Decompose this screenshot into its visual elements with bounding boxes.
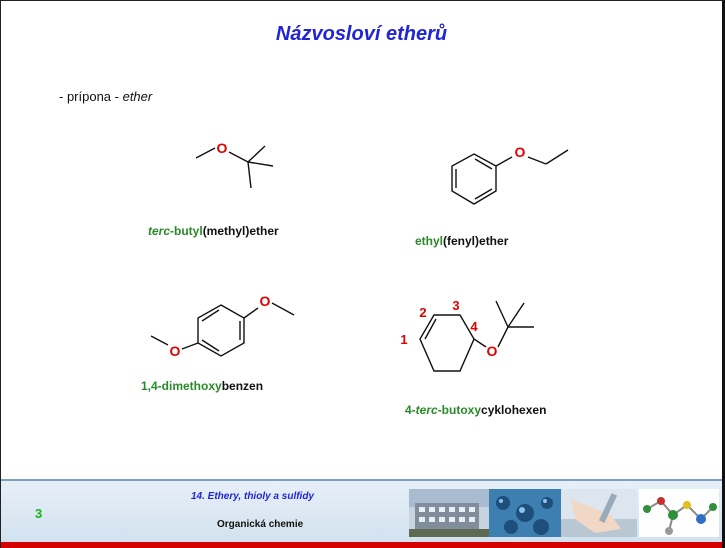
tert-butyl-methyl-ether-structure: O xyxy=(195,140,274,189)
caption-part: 4- xyxy=(405,403,416,417)
molecular-model-photo xyxy=(489,489,561,537)
oxygen-label-top: O xyxy=(260,293,271,309)
caption-ethyl-phenyl-ether: ethyl(fenyl)ether xyxy=(415,234,508,248)
caption-part: terc xyxy=(148,224,171,238)
suffix-word: ether xyxy=(122,89,153,104)
oxygen-label-bottom: O xyxy=(170,343,181,359)
caption-part: cyklohexen xyxy=(481,403,547,417)
suffix-line: - prípona - ether xyxy=(59,89,152,104)
suffix-prefix: - prípona - xyxy=(59,89,123,104)
locant-2: 2 xyxy=(419,305,426,320)
oxygen-label: O xyxy=(487,343,498,359)
caption-dimethoxybenzene: 1,4-dimethoxybenzen xyxy=(141,379,263,393)
caption-part: ethyl xyxy=(415,234,444,248)
slide-title: Názvosloví etherů xyxy=(275,23,448,45)
dimethoxybenzene-structure: O O xyxy=(150,293,295,359)
caption-part: (methyl)ether xyxy=(202,224,279,238)
locant-3: 3 xyxy=(452,298,459,313)
page-number: 3 xyxy=(35,506,43,521)
building-photo xyxy=(409,489,489,537)
caption-tert-butyl-methyl-ether: terc-butyl(methyl)ether xyxy=(148,224,279,238)
caption-part: 1,4-dimethoxy xyxy=(141,379,222,393)
butoxycyclohexene-structure: O 1 2 3 4 xyxy=(400,298,534,372)
locant-1: 1 xyxy=(400,332,407,347)
bottom-red-bar xyxy=(1,542,722,548)
caption-butoxycyclohexene: 4-terc-butoxycyklohexen xyxy=(405,403,546,417)
course-name: Organická chemie xyxy=(217,519,304,530)
caption-part: terc xyxy=(415,403,438,417)
molecule-ball-stick-image xyxy=(639,489,719,537)
caption-part: -butyl xyxy=(170,224,203,238)
footer-divider xyxy=(1,479,722,481)
oxygen-label: O xyxy=(515,144,526,160)
oxygen-label: O xyxy=(217,140,228,156)
caption-part: -butoxy xyxy=(437,403,482,417)
caption-part: (fenyl)ether xyxy=(443,234,509,248)
caption-part: benzen xyxy=(221,379,264,393)
course-chapter: 14. Ethery, thioly a sulfidy xyxy=(191,491,314,502)
locant-4: 4 xyxy=(470,319,478,334)
lab-hand-photo xyxy=(561,489,637,537)
ethyl-phenyl-ether-structure: O xyxy=(451,144,569,205)
